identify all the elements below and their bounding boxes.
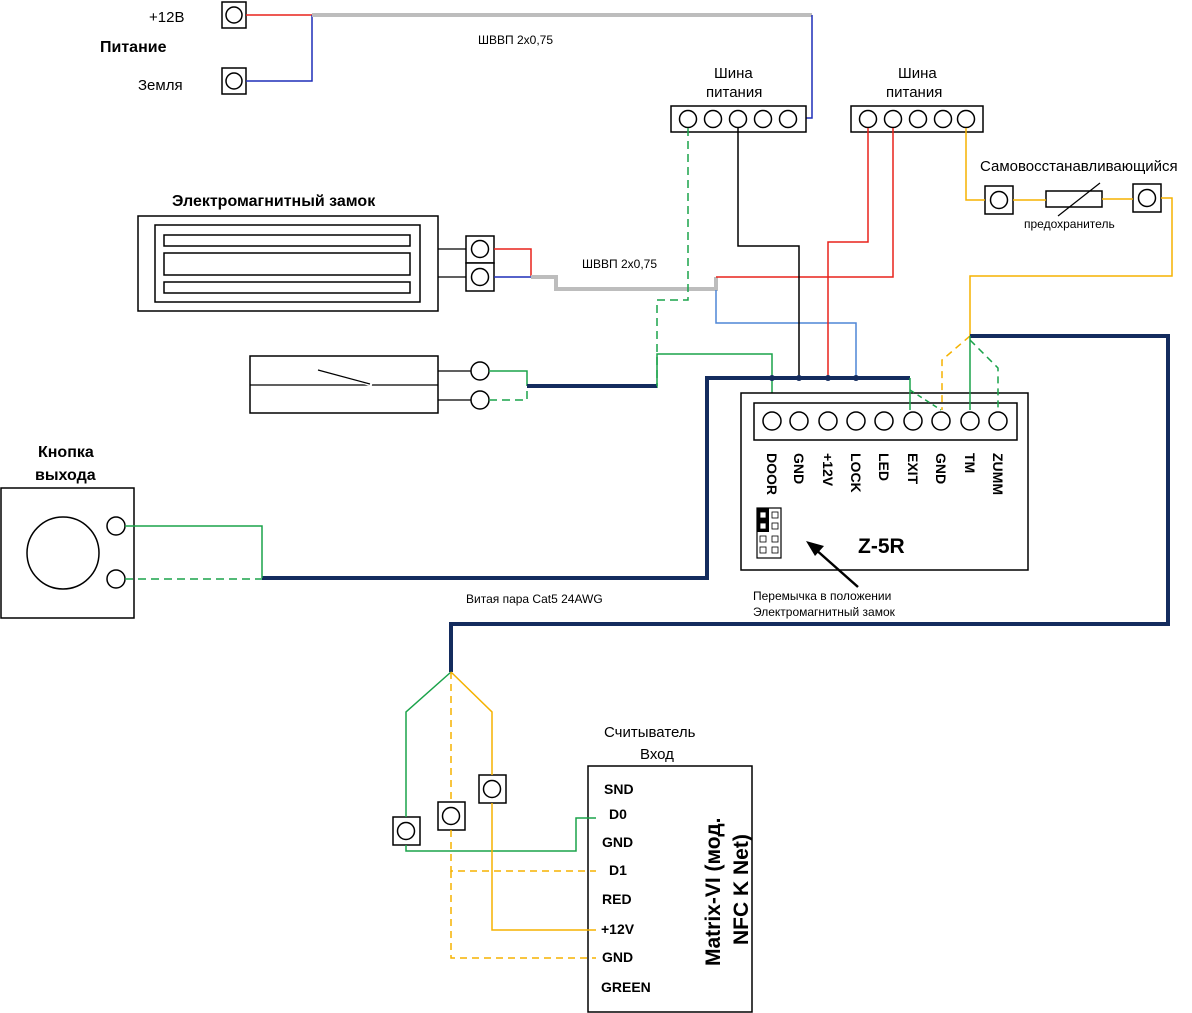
bus-green-dashed-wire: [656, 128, 689, 388]
trunk-junction-1: [769, 375, 775, 381]
controller-model: Z-5R: [858, 535, 905, 558]
trunk-junction-2: [796, 375, 802, 381]
reader-title-2: Вход: [640, 746, 674, 763]
exit-button-green-wire: [125, 525, 263, 578]
exit-button: [0, 487, 135, 619]
controller-terminal-label: GND: [933, 453, 949, 484]
twisted-pair-trunk: [262, 376, 910, 580]
tm-orange-dashed-wire: [941, 335, 971, 410]
controller-terminal-plus12v: [818, 411, 838, 431]
exit-button-label-1: Кнопка: [38, 444, 94, 461]
fuse-body: [1045, 190, 1103, 208]
controller-terminal-gnd: [931, 411, 951, 431]
controller-terminal-label: ZUMM: [990, 453, 1006, 495]
jumper-arrow: [806, 541, 859, 588]
controller-terminal-label: LED: [876, 453, 892, 481]
reader-pin-label: GND: [602, 834, 633, 850]
exit-green-dashed-wire: [909, 389, 942, 411]
electromagnetic-lock: [137, 215, 439, 312]
door-sensor: [249, 355, 490, 414]
reader-pin-label: GREEN: [601, 979, 651, 995]
power-terminal-ground: [221, 67, 247, 95]
door-green-to-controller-wire: [656, 353, 773, 410]
controller-terminal-labels: DOOR GND +12V LOCK LED EXIT GND TM ZUMM: [764, 453, 1006, 495]
reader-pin-label: RED: [602, 891, 632, 907]
power-title: Питание: [100, 39, 167, 56]
jumper-note-1: Перемычка в положении: [753, 589, 891, 603]
trunk-junction-4: [853, 375, 859, 381]
fuse-terminal-left: [984, 185, 1014, 215]
reader-twisted-pair: [449, 334, 1170, 672]
lock-red-wire: [494, 248, 532, 276]
reader-model-2: NFC K Net): [730, 834, 753, 945]
power-blue-wire: [246, 15, 313, 82]
controller-terminal-label: TM: [962, 453, 978, 473]
controller-terminal-gnd: [789, 411, 809, 431]
jumper-block: [756, 507, 782, 559]
trunk-junction-3: [825, 375, 831, 381]
reader-D0-wire: [405, 817, 596, 852]
reader-pin-label: D0: [609, 806, 627, 822]
controller-terminal-lock: [846, 411, 866, 431]
door-sensor-green-dashed-wire: [489, 386, 528, 401]
twisted-pair-label: Витая пара Cat5 24AWG: [466, 592, 603, 606]
reader-orange-wire: [450, 671, 493, 775]
controller-terminal-exit: [903, 411, 923, 431]
controller-terminal-label: EXIT: [905, 453, 921, 485]
door-sensor-green-wire: [489, 370, 528, 386]
power-ground-label: Земля: [138, 77, 183, 94]
bus-right-label-2: питания: [886, 84, 942, 101]
controller-terminal-label: GND: [791, 453, 807, 484]
lock-title: Электромагнитный замок: [172, 193, 376, 210]
bus-plus12-red-wire: [827, 128, 869, 377]
power-to-bus-blue-wire: [796, 15, 813, 119]
controller-terminal-zumm: [988, 411, 1008, 431]
controller-terminal-label: LOCK: [848, 453, 864, 493]
power-plus12-label: +12В: [149, 9, 184, 26]
reader-GND-wire: [450, 871, 596, 959]
fuse-in-orange-wire: [965, 128, 985, 201]
bus-gnd-black-wire: [737, 128, 800, 377]
power-terminal-plus12: [221, 1, 247, 29]
shvvp-lock-cable: [531, 275, 718, 291]
controller-terminal-label: +12V: [820, 453, 836, 487]
bus-left-label-1: Шина: [714, 65, 753, 82]
reader-splice-terminals: [392, 774, 507, 846]
shvvp-top-label: ШВВП 2х0,75: [478, 33, 553, 47]
controller-terminal-tm: [960, 411, 980, 431]
bus-bar-left: [670, 105, 807, 133]
tm-green-dashed-wire: [969, 339, 999, 410]
bus-bar-right: [850, 105, 984, 133]
reader-green-wire: [405, 671, 452, 817]
exit-button-label-2: выхода: [35, 467, 96, 484]
lock-plus-red-wire: [716, 128, 894, 278]
fuse-out-orange-wire: [969, 197, 1173, 336]
reader-title-1: Считыватель: [604, 724, 696, 741]
reader-plus12-wire: [491, 803, 596, 931]
reader-pin-label: GND: [602, 949, 633, 965]
fuse-terminal-right: [1132, 183, 1162, 213]
jumper-note-2: Электромагнитный замок: [753, 605, 896, 619]
controller-terminal-door: [762, 411, 782, 431]
controller-terminal-label: DOOR: [764, 453, 780, 495]
reader-pin-label: SND: [604, 781, 634, 797]
lock-to-LOCK-blue-wire: [715, 290, 857, 377]
reader-pin-label: D1: [609, 862, 627, 878]
lock-terminals: [438, 235, 495, 292]
reader-body: [587, 765, 753, 1013]
reader-model-1: Matrix-VI (мод.: [702, 818, 725, 967]
bus-right-label-1: Шина: [898, 65, 937, 82]
fuse-symbol-slash: [1057, 182, 1101, 217]
controller-terminal-row: [762, 411, 1008, 431]
reader-pin-label: +12V: [601, 921, 635, 937]
bus-left-label-2: питания: [706, 84, 762, 101]
shvvp-lock-label: ШВВП 2х0,75: [582, 257, 657, 271]
fuse-label-1: Самовосстанавливающийся: [980, 158, 1178, 175]
fuse-label-2: предохранитель: [1024, 217, 1115, 231]
controller-terminal-led: [874, 411, 894, 431]
